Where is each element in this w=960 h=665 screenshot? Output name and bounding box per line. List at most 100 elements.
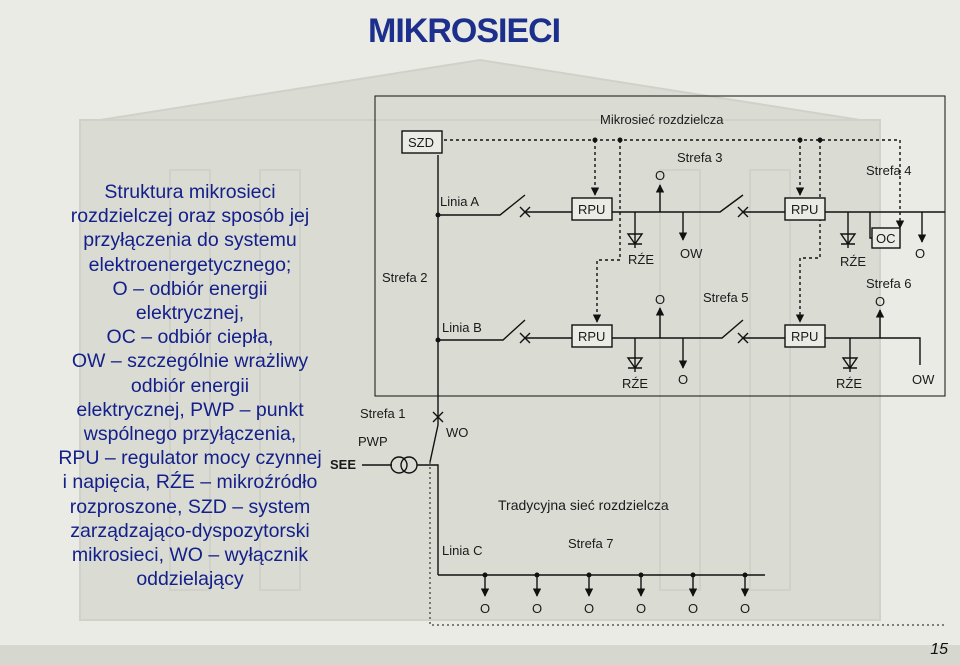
description-line: OC – odbiór ciepła, xyxy=(106,326,274,349)
description-line: OW – szczególnie wrażliwy xyxy=(71,350,309,373)
linia-a-label: Linia A xyxy=(440,194,479,209)
junction-dot xyxy=(690,572,696,578)
load-o-label: O xyxy=(655,168,665,183)
description-line: oddzielający xyxy=(136,568,244,591)
microgrid-boundary xyxy=(374,95,946,397)
strefa-7-label: Strefa 7 xyxy=(568,536,614,551)
rze-label: RŹE xyxy=(836,376,862,391)
oc-label: OC xyxy=(876,231,896,246)
load-o-label: O xyxy=(532,601,542,616)
rze-label: RŹE xyxy=(622,376,648,391)
description-line: odbiór energii xyxy=(130,374,250,397)
strefa-3-label: Strefa 3 xyxy=(677,150,723,165)
linia-c-label: Linia C xyxy=(442,543,482,558)
load-o-label: O xyxy=(688,601,698,616)
load-o-label: O xyxy=(875,294,885,309)
strefa-1-label: Strefa 1 xyxy=(360,406,406,421)
strefa-5-label: Strefa 5 xyxy=(703,290,749,305)
description-line: O – odbiór energii xyxy=(112,277,268,300)
rze-symbol xyxy=(626,357,644,370)
breaker-symbol xyxy=(519,332,531,344)
slide-title: MIKROSIECI xyxy=(368,12,561,50)
description-line: Struktura mikrosieci xyxy=(104,181,276,203)
wo-breaker-symbol xyxy=(432,411,444,423)
strefa-1-zone xyxy=(429,462,945,626)
breaker-symbol xyxy=(737,332,749,344)
strefa-6-label: Strefa 6 xyxy=(866,276,912,291)
rpu-label: RPU xyxy=(578,202,605,217)
junction-dot xyxy=(817,137,823,143)
linia-b-line xyxy=(743,337,921,365)
description-line: rozdzielczej oraz sposób jej xyxy=(70,205,310,228)
load-o-label: O xyxy=(636,601,646,616)
rpu-label: RPU xyxy=(791,329,818,344)
rpu-label: RPU xyxy=(578,329,605,344)
pwp-line xyxy=(417,464,439,575)
load-o-label: O xyxy=(915,246,925,261)
description-line: mikrosieci, WO – wyłącznik xyxy=(71,544,309,567)
junction-dot xyxy=(638,572,644,578)
description-line: elektroenergetycznego; xyxy=(88,253,292,276)
slide-description: Struktura mikrosieci rozdzielczej oraz s… xyxy=(40,180,340,591)
junction-dot xyxy=(435,337,441,343)
wo-switch xyxy=(429,424,439,463)
linia-b-label: Linia B xyxy=(442,320,482,335)
wo-label: WO xyxy=(446,425,468,440)
load-o-label: O xyxy=(655,292,665,307)
control-line-b xyxy=(592,140,621,323)
description-line: elektrycznej, PWP – punkt xyxy=(76,398,304,421)
rpu-box xyxy=(571,197,613,221)
rze-symbol xyxy=(626,233,644,246)
tradycyjna-label: Tradycyjna sieć rozdzielcza xyxy=(498,497,669,513)
junction-dot xyxy=(435,212,441,218)
description-line: rozproszone, SZD – system xyxy=(69,495,311,518)
rze-symbol xyxy=(839,233,857,246)
description-line: i napięcia, RŹE – mikroźródło xyxy=(62,471,318,494)
junction-dot xyxy=(742,572,748,578)
transformer-coil xyxy=(400,456,418,474)
junction-dot xyxy=(586,572,592,578)
transformer-coil xyxy=(390,456,408,474)
description-line: wspólnego przyłączenia, xyxy=(83,423,297,446)
linia-b-line xyxy=(525,319,744,339)
description-line: przyłączenia do systemu xyxy=(83,229,297,252)
junction-dot xyxy=(617,137,623,143)
slide-footer xyxy=(0,645,960,665)
mikrosiec-label: Mikrosieć rozdzielcza xyxy=(600,112,724,127)
rze-label: RŹE xyxy=(840,254,866,269)
junction-dot xyxy=(592,137,598,143)
linia-b-line xyxy=(438,319,526,341)
rpu-label: RPU xyxy=(791,202,818,217)
load-o-label: O xyxy=(678,372,688,387)
control-line-d xyxy=(795,140,821,323)
szd-box xyxy=(401,130,443,154)
oc-feed xyxy=(869,212,872,239)
rpu-box xyxy=(784,197,826,221)
breaker-symbol xyxy=(519,206,531,218)
linia-a-line xyxy=(438,194,526,216)
pwp-label: PWP xyxy=(358,434,388,449)
linia-a-line xyxy=(525,194,744,213)
szd-label: SZD xyxy=(408,135,434,150)
description-line: RPU – regulator mocy czynnej xyxy=(58,447,322,470)
junction-dot xyxy=(482,572,488,578)
ow-label: OW xyxy=(912,372,935,387)
junction-dot xyxy=(534,572,540,578)
junction-dot xyxy=(797,137,803,143)
description-line: zarządzająco-dyspozytorski xyxy=(70,519,310,542)
rpu-box xyxy=(571,324,613,348)
breaker-symbol xyxy=(737,206,749,218)
rze-symbol xyxy=(841,357,859,370)
page-number: 15 xyxy=(930,641,948,658)
rze-label: RŹE xyxy=(628,252,654,267)
load-o-label: O xyxy=(480,601,490,616)
see-label: SEE xyxy=(330,457,356,472)
rpu-box xyxy=(784,324,826,348)
description-line: elektrycznej, xyxy=(135,302,245,325)
load-o-label: O xyxy=(740,601,750,616)
strefa-4-label: Strefa 4 xyxy=(866,163,912,178)
ow-label: OW xyxy=(680,246,703,261)
strefa-2-label: Strefa 2 xyxy=(382,270,428,285)
